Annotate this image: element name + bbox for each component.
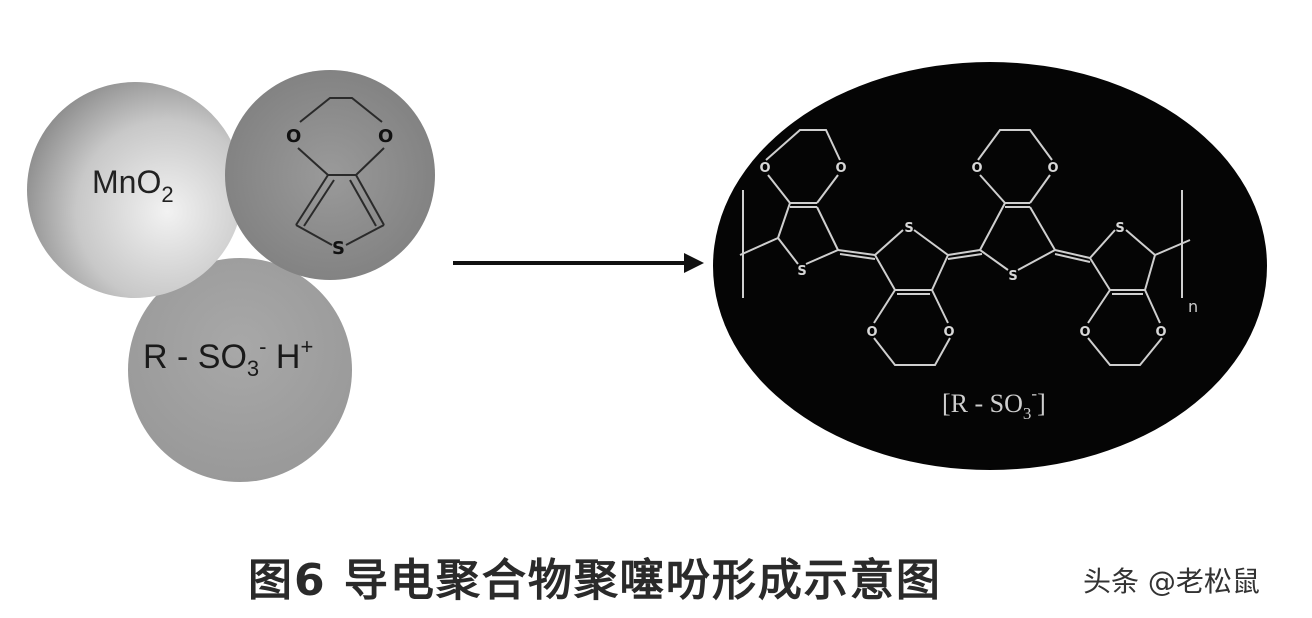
atom-oxygen: O — [835, 161, 846, 176]
edot-monomer-structure — [295, 97, 385, 246]
monomer-oxygen-left: O — [286, 126, 301, 147]
pedot-polymer-structure — [739, 129, 1191, 366]
figure-caption: 图6 导电聚合物聚噻吩形成示意图 — [248, 555, 942, 606]
dopant-sphere — [128, 258, 352, 482]
product-ellipse — [713, 62, 1267, 470]
atom-oxygen: O — [1155, 325, 1166, 340]
atom-sulfur: S — [1008, 269, 1017, 284]
atom-oxygen: O — [971, 161, 982, 176]
atom-oxygen: O — [1047, 161, 1058, 176]
atom-sulfur: S — [904, 221, 913, 236]
atom-oxygen: O — [759, 161, 770, 176]
counterion-label: [R - SO3-] — [942, 384, 1046, 423]
reaction-arrow — [453, 253, 704, 273]
atom-oxygen: O — [866, 325, 877, 340]
atom-oxygen: O — [943, 325, 954, 340]
monomer-oxygen-right: O — [378, 126, 393, 147]
oxidant-label: MnO2 — [92, 164, 174, 207]
atom-sulfur: S — [1115, 221, 1124, 236]
watermark: 头条 @老松鼠 — [1083, 565, 1260, 598]
dopant-label: R - SO3- H+ — [143, 334, 313, 381]
repeat-unit-n: n — [1188, 297, 1198, 316]
oxidant-sphere — [27, 82, 243, 298]
atom-sulfur: S — [797, 264, 806, 279]
monomer-sulfur: S — [332, 238, 345, 259]
polymer-atom-labels: O O S S O O O O S S O O — [759, 161, 1166, 340]
atom-oxygen: O — [1079, 325, 1090, 340]
